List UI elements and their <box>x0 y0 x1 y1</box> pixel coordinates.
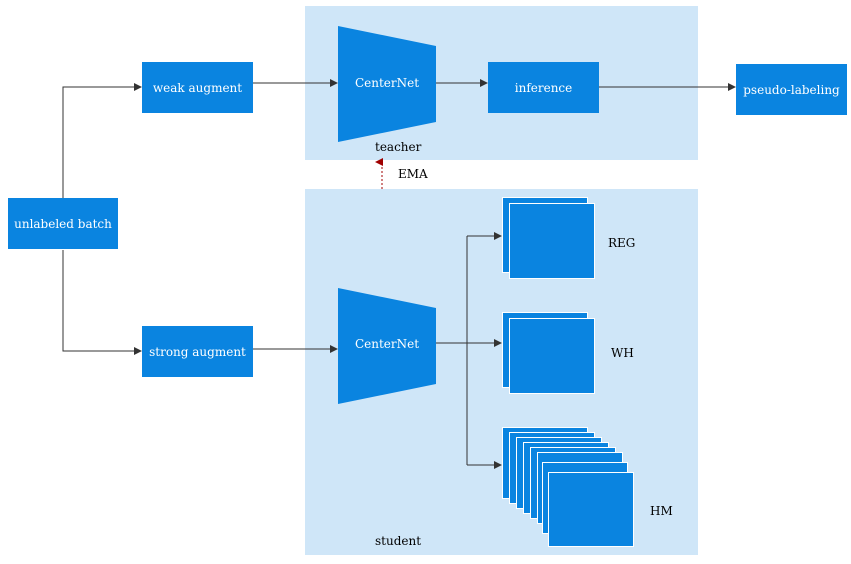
edge-batch-to-weak <box>62 83 142 198</box>
student-centernet-shape <box>338 288 436 404</box>
teacher-label: teacher <box>375 140 422 154</box>
teacher-centernet-shape <box>338 26 436 142</box>
strong-augment-node: strong augment <box>142 326 253 377</box>
student-label: student <box>375 534 422 548</box>
pseudo-labeling-node: pseudo-labeling <box>736 64 847 115</box>
wh-label: WH <box>611 346 634 360</box>
wh-map-front <box>509 318 595 394</box>
reg-label: REG <box>608 236 636 250</box>
student-centernet-label: CenterNet <box>354 337 420 351</box>
unlabeled-batch-node: unlabeled batch <box>8 198 118 249</box>
teacher-centernet-label: CenterNet <box>354 76 420 90</box>
weak-augment-node: weak augment <box>142 62 253 113</box>
reg-map-front <box>509 203 595 279</box>
hm-map-8 <box>548 472 634 547</box>
ema-label: EMA <box>398 167 428 181</box>
edge-batch-to-strong <box>62 250 142 355</box>
hm-label: HM <box>650 504 673 518</box>
inference-node: inference <box>488 62 599 113</box>
